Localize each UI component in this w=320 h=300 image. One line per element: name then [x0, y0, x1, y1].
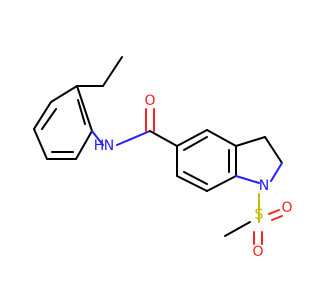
bond-ind-5	[176, 175, 208, 192]
bond-phenyl-to-n	[91, 130, 104, 146]
bond-five-1	[235, 136, 266, 147]
molecule-canvas: N H O N S O O	[33, 56, 293, 260]
bond-five-2	[264, 136, 283, 164]
amide-h-label: H	[94, 138, 105, 154]
bond-s-o-right	[268, 209, 280, 215]
bond-ph-2	[33, 101, 52, 130]
bond-ind-double-3	[183, 171, 208, 185]
bond-ph-5	[75, 130, 93, 160]
bond-ph-double-1	[41, 108, 57, 130]
bond-s-o-right-2	[271, 215, 283, 221]
bond-five-4	[235, 175, 260, 184]
bond-n-to-carbonyl	[116, 130, 151, 146]
molecule-structure: N H O N S O O	[33, 56, 293, 260]
bond-carbonyl-to-ring	[149, 130, 178, 147]
bond-s-methyl	[224, 221, 251, 237]
amide-n-label: N	[104, 138, 114, 154]
bond-ph-3	[33, 128, 48, 160]
carbonyl-o-label: O	[144, 93, 155, 109]
bond-ind-double-1	[183, 136, 208, 151]
sulfonyl-o-right-label: O	[281, 200, 292, 216]
bond-ind-4	[206, 175, 237, 192]
sulfur-label: S	[255, 207, 264, 223]
bond-ind-1	[176, 129, 208, 147]
bond-ethyl-ch3	[102, 56, 123, 87]
ring-n-label: N	[259, 178, 269, 194]
bond-five-3	[270, 162, 283, 182]
bond-ind-2	[206, 129, 237, 147]
bond-ph-double-3	[77, 99, 86, 125]
sulfonyl-o-bottom-label: O	[252, 244, 263, 260]
bond-ph-1	[50, 85, 78, 103]
bond-ph-6	[76, 85, 93, 132]
